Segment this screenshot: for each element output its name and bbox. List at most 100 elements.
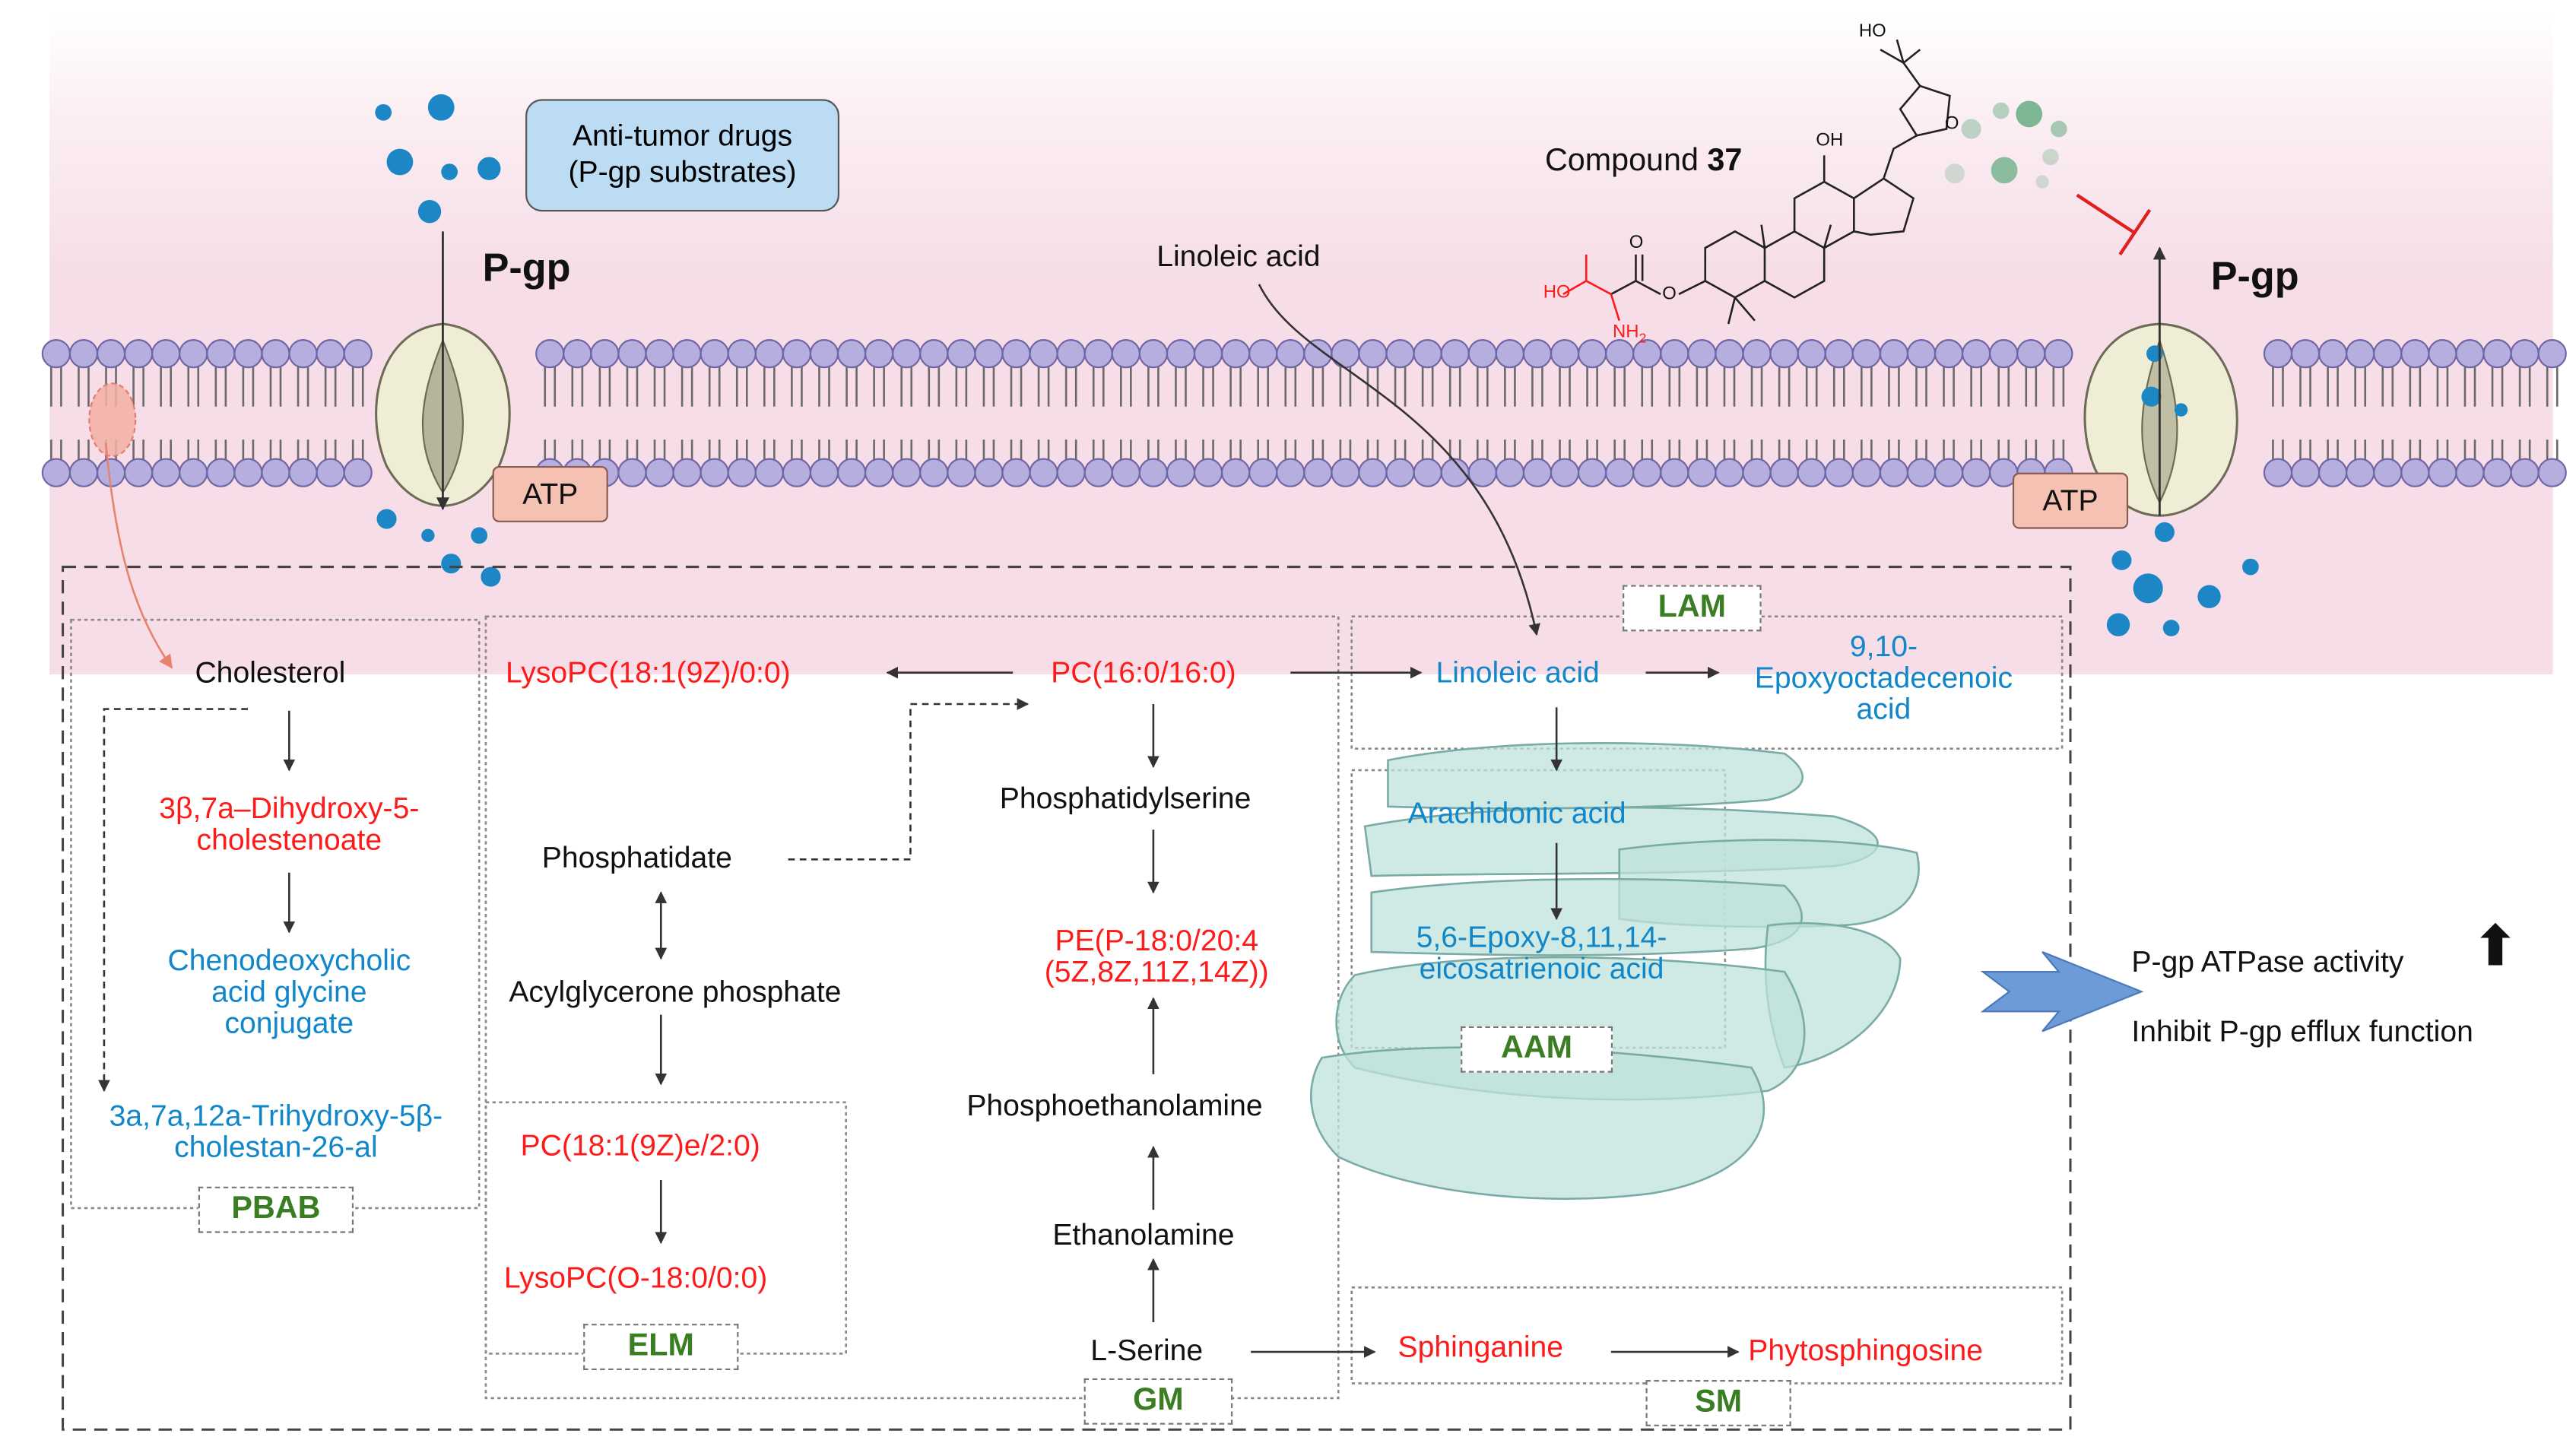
membrane-head	[1056, 339, 1086, 369]
membrane-head	[1111, 339, 1140, 369]
epoxy-line2: Epoxyoctadecenoic	[1754, 661, 2013, 694]
atom-oh: OH	[1816, 130, 1844, 151]
dihydroxy-line2: cholestenoate	[196, 823, 382, 856]
membrane-head	[151, 339, 181, 369]
membrane-head	[1522, 458, 1553, 487]
membrane-head	[2346, 339, 2375, 369]
membrane-head	[1166, 458, 1196, 487]
membrane-head	[672, 339, 702, 369]
membrane-heads	[41, 339, 2567, 487]
gm-tag: GM	[1083, 1378, 1233, 1425]
membrane-head	[206, 458, 236, 487]
membrane-head	[1138, 339, 1169, 369]
epoxyeicosatrienoic-acid: 5,6-Epoxy-8,11,14- eicosatrienoic acid	[1355, 920, 1728, 985]
membrane-head	[1687, 339, 1717, 369]
membrane-head	[919, 339, 949, 369]
membrane-head	[1413, 458, 1442, 487]
compound-dots	[1944, 100, 2067, 189]
pbab-box	[70, 618, 481, 1210]
lysopc-18-1: LysoPC(18:1(9Z)/0:0)	[505, 655, 791, 690]
membrane-head	[1440, 339, 1470, 369]
drug-substrate-box: Anti-tumor drugs (P-gp substrates)	[525, 99, 839, 212]
membrane-head	[727, 458, 757, 487]
compound-number: 37	[1707, 144, 1743, 179]
pbab-tag: PBAB	[198, 1186, 354, 1233]
compound-label: Compound 37	[1545, 144, 1743, 179]
membrane-head	[1851, 339, 1881, 369]
membrane-head	[1824, 339, 1854, 369]
membrane-head	[1715, 339, 1744, 369]
membrane-head	[1715, 458, 1744, 487]
membrane-head	[1742, 339, 1772, 369]
membrane-head	[754, 458, 784, 487]
epoxyoctadecenoic-acid: 9,10- Epoxyoctadecenoic acid	[1718, 630, 2049, 725]
membrane-head	[2455, 339, 2485, 369]
membrane-head	[1824, 458, 1854, 487]
pe-line2: (5Z,8Z,11Z,14Z))	[1044, 955, 1269, 988]
outcome-inhibit-efflux: Inhibit P-gp efflux function	[2131, 1014, 2473, 1048]
membrane-head	[1879, 339, 1909, 369]
acylglycerone-phosphate-label: Acylglycerone phosphate	[509, 975, 842, 1008]
membrane-head	[233, 458, 263, 487]
phytosphingosine-label: Phytosphingosine	[1748, 1334, 1984, 1367]
membrane-head	[1934, 339, 1964, 369]
membrane-head	[645, 458, 674, 487]
membrane-head	[700, 339, 729, 369]
membrane-head	[1193, 339, 1223, 369]
membrane-head	[1083, 339, 1113, 369]
eet-line1: 5,6-Epoxy-8,11,14-	[1416, 920, 1667, 954]
membrane-head	[68, 458, 99, 487]
linoleic-acid-lam: Linoleic acid	[1436, 655, 1600, 690]
membrane-head	[1605, 458, 1635, 487]
epoxy-line3: acid	[1856, 692, 1911, 725]
membrane-head	[782, 339, 812, 369]
membrane-head	[2044, 339, 2073, 369]
membrane-cholesterol-icon	[88, 382, 137, 458]
lam-tag: LAM	[1623, 585, 1762, 632]
atom-nh2-main: NH	[1613, 322, 1639, 342]
membrane-head	[1797, 339, 1826, 369]
membrane-head	[1248, 458, 1278, 487]
pc-ether: PC(18:1(9Z)e/2:0)	[520, 1128, 760, 1163]
membrane-head	[1248, 339, 1278, 369]
membrane-head	[1138, 458, 1169, 487]
phosphatidate-label: Phosphatidate	[541, 841, 732, 874]
serine-moiety-icon	[1562, 254, 1620, 322]
membrane-head	[288, 339, 318, 369]
membrane-head	[179, 458, 208, 487]
membrane-head	[1413, 339, 1442, 369]
membrane-head	[2400, 458, 2430, 487]
linoleic-acid-extracellular: Linoleic acid	[1156, 239, 1321, 273]
membrane-head	[1906, 339, 1937, 369]
atom-o-ring: O	[1944, 113, 1959, 135]
atom-o-ester: O	[1662, 284, 1677, 304]
membrane-head	[1934, 458, 1964, 487]
membrane-head	[700, 458, 729, 487]
membrane-head	[2455, 458, 2485, 487]
membrane-head	[2482, 458, 2512, 487]
membrane-head	[2346, 458, 2375, 487]
atom-nh2: NH2	[1613, 322, 1646, 347]
phosphoethanolamine-label: Phosphoethanolamine	[966, 1089, 1263, 1122]
membrane-head	[1111, 458, 1140, 487]
membrane-head	[974, 339, 1004, 369]
chenodeoxycholic-conjugate: Chenodeoxycholic acid glycine conjugate	[99, 944, 479, 1039]
membrane-head	[947, 339, 976, 369]
pe-plasmalogen: PE(P-18:0/20:4 (5Z,8Z,11Z,14Z))	[991, 925, 1322, 988]
dihydroxy-cholestenoate: 3β,7a–Dihydroxy-5- cholestenoate	[99, 793, 479, 855]
outcome-arrow-icon	[1980, 951, 2144, 1033]
membrane-head	[1358, 458, 1388, 487]
atom-ho-serine: HO	[1543, 282, 1571, 303]
membrane-head	[672, 458, 702, 487]
membrane-head	[1879, 458, 1909, 487]
membrane-head	[2263, 458, 2293, 487]
membrane-head	[1495, 458, 1524, 487]
sm-tag: SM	[1645, 1380, 1791, 1426]
membrane-head	[1303, 458, 1333, 487]
atom-ho-top: HO	[1858, 21, 1886, 42]
membrane-head	[2290, 458, 2321, 487]
membrane-head	[892, 339, 922, 369]
elm-box	[484, 1101, 847, 1355]
